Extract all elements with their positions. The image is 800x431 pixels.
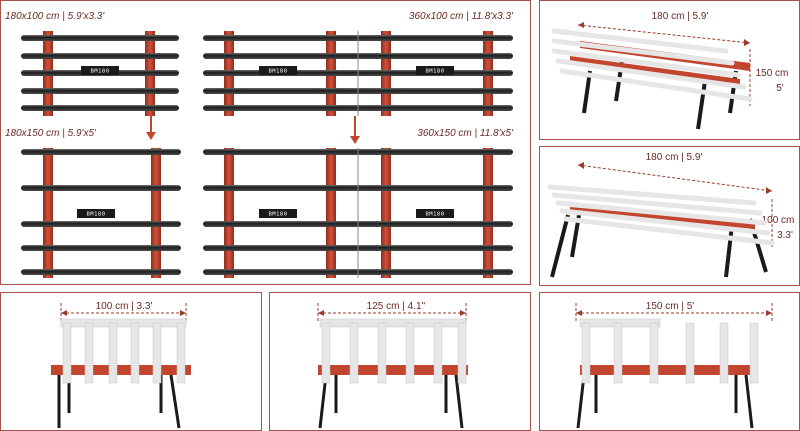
end-view-svg: 100 cm | 3.3' <box>51 301 191 429</box>
unit-badge: BM180 <box>268 69 287 75</box>
plan-360x100: BM180 BM180 <box>203 31 513 116</box>
unit-badge: BM180 <box>425 69 444 75</box>
perspective-svg: 180 cm | 5.9' 150 cm 5' <box>551 11 789 130</box>
unit-badge: BM180 <box>86 212 105 218</box>
plan-view-panel: 180x100 cm | 5.9'x3.3' 360x100 cm | 11.8… <box>0 0 531 285</box>
unit-badge: BM180 <box>425 212 444 218</box>
width-label: 150 cm | 5' <box>646 301 695 312</box>
end-view-125: 125 cm | 4.1'' <box>269 292 531 431</box>
plan-view-svg: 180x100 cm | 5.9'x3.3' 360x100 cm | 11.8… <box>5 11 514 278</box>
end-view-svg: 125 cm | 4.1'' <box>317 301 468 429</box>
label-360x150: 360x150 cm | 11.8'x5' <box>417 128 514 139</box>
width-label: 100 cm | 3.3' <box>96 301 153 312</box>
depth-label-ft: 5' <box>776 83 784 94</box>
depth-label-cm: 100 cm <box>762 215 795 226</box>
width-label: 125 cm | 4.1'' <box>367 301 426 312</box>
perspective-view-100: 180 cm | 5.9' 100 cm 3.3' <box>539 146 800 286</box>
plan-180x100: BM180 <box>21 31 179 116</box>
unit-badge: BM180 <box>90 69 109 75</box>
end-view-150: 150 cm | 5' <box>539 292 800 431</box>
perspective-svg: 180 cm | 5.9' 100 cm 3.3' <box>547 152 795 278</box>
depth-label-ft: 3.3' <box>777 230 793 241</box>
label-180x150: 180x150 cm | 5.9'x5' <box>5 128 97 139</box>
label-360x100: 360x100 cm | 11.8'x3.3' <box>409 11 514 22</box>
length-label: 180 cm | 5.9' <box>646 152 703 163</box>
end-view-100: 100 cm | 3.3' <box>0 292 262 431</box>
length-label: 180 cm | 5.9' <box>652 11 709 22</box>
label-180x100: 180x100 cm | 5.9'x3.3' <box>5 11 105 22</box>
perspective-view-150: 180 cm | 5.9' 150 cm 5' <box>539 0 800 140</box>
arrow-down-icon <box>146 116 156 140</box>
arrow-down-icon <box>350 116 360 144</box>
plan-360x150: BM180 BM180 <box>203 148 513 278</box>
unit-badge: BM180 <box>268 212 287 218</box>
end-view-svg: 150 cm | 5' <box>575 301 773 429</box>
depth-label-cm: 150 cm <box>756 68 789 79</box>
plan-180x150: BM180 <box>21 148 181 278</box>
